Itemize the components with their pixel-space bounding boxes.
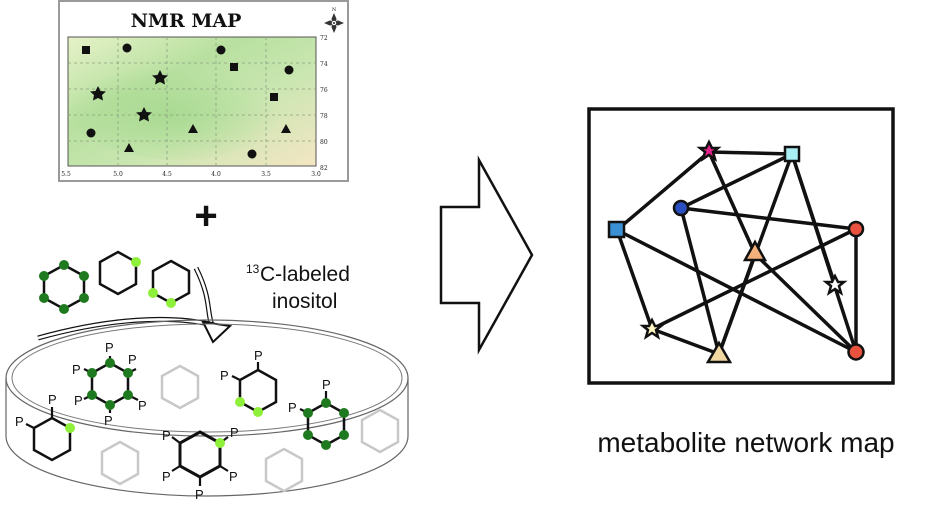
network-map-caption: metabolite network map xyxy=(597,427,894,458)
phosphate-label: P xyxy=(48,392,57,407)
label-line-1: C-labeled xyxy=(260,263,350,286)
node-yellow-star xyxy=(639,317,665,340)
hexaphosphate-labeled-inositol: P P P P P xyxy=(162,425,239,502)
peak-star-marker xyxy=(152,70,168,85)
y-tick-label: 74 xyxy=(320,61,328,68)
peak-circle-marker xyxy=(216,45,226,55)
x-tick-label: 3.5 xyxy=(261,171,271,178)
plus-sign: + xyxy=(194,194,217,238)
x-tick-label: 3.0 xyxy=(311,171,321,178)
phosphate-label: P xyxy=(230,425,239,440)
node-orange-triangle xyxy=(742,239,768,262)
peak-circle-marker xyxy=(86,128,96,138)
phosphate-label: P xyxy=(138,398,147,413)
double-labeled-hexagon xyxy=(148,259,191,308)
peak-square-marker xyxy=(82,46,90,54)
phosphate-label: P xyxy=(288,400,297,415)
phosphate-label: P xyxy=(322,377,331,392)
y-tick-label: 72 xyxy=(320,35,328,42)
process-arrow-icon xyxy=(439,155,534,355)
phosphate-label: P xyxy=(162,469,171,484)
nmr-map-border xyxy=(67,36,317,167)
peak-triangle-marker xyxy=(124,143,134,152)
peak-circle-marker xyxy=(247,149,257,159)
node-blue-square xyxy=(607,220,626,239)
phosphate-label: P xyxy=(128,352,137,367)
phosphate-label: P xyxy=(105,340,114,355)
petri-dish xyxy=(5,319,409,497)
nmr-peaks xyxy=(82,43,294,159)
nmr-map: NMR MAP N 5.5 5.0 4.5 xyxy=(58,0,349,182)
single-labeled-hexagon xyxy=(98,250,141,296)
peak-triangle-marker xyxy=(281,124,291,133)
phosphate-label: P xyxy=(104,413,113,428)
phosphate-label: P xyxy=(74,393,83,408)
peak-circle-marker xyxy=(122,43,132,53)
phosphate-label: P xyxy=(229,469,238,484)
node-tan-triangle xyxy=(705,340,733,364)
x-tick-label: 5.0 xyxy=(113,171,123,178)
phosphorylated-single-labeled-inositol: P P xyxy=(15,392,75,462)
peak-circle-marker xyxy=(284,65,294,75)
y-tick-label: 76 xyxy=(320,87,328,94)
phosphorylated-labeled-inositol: P P P P P P xyxy=(72,340,147,428)
x-tick-label: 4.5 xyxy=(162,171,172,178)
phosphate-label: P xyxy=(220,368,229,383)
node-navy-circle xyxy=(672,199,690,217)
peak-star-marker xyxy=(90,86,106,101)
peak-square-marker xyxy=(270,93,278,101)
compass-north-label: N xyxy=(332,7,337,13)
phosphorylated-double-labeled-inositol: P P xyxy=(220,348,278,417)
node-white-star xyxy=(822,273,848,296)
nmr-map-shading xyxy=(70,60,290,160)
unlabeled-inositol xyxy=(100,364,400,493)
nmr-map-grid xyxy=(68,37,316,166)
node-magenta-star xyxy=(696,139,722,162)
dish-contents: P P P P P P P P xyxy=(15,340,400,502)
x-tick-label: 4.0 xyxy=(211,171,221,178)
isotope-superscript: 13 xyxy=(246,262,260,276)
metabolite-network-map xyxy=(587,107,895,385)
labeled-inositol-label: 13 C-labeled inositol xyxy=(246,262,350,313)
x-tick-label: 5.5 xyxy=(61,171,71,178)
peak-triangle-marker xyxy=(188,124,198,133)
y-tick-label: 80 xyxy=(320,139,328,146)
phosphate-label: P xyxy=(254,348,263,363)
peak-star-marker xyxy=(136,107,152,122)
compass-icon: N xyxy=(324,7,344,33)
labeled-inositol-molecules xyxy=(39,250,191,314)
y-tick-label: 82 xyxy=(320,165,328,172)
fully-labeled-hexagon xyxy=(39,260,89,314)
network-edges xyxy=(615,150,858,356)
phosphate-label: P xyxy=(72,362,81,377)
node-red-circle xyxy=(847,220,865,238)
y-tick-label: 78 xyxy=(320,113,328,120)
peak-square-marker xyxy=(230,63,238,71)
nmr-map-title: NMR MAP xyxy=(131,10,242,32)
phosphate-label: P xyxy=(162,428,171,443)
node-cyan-square xyxy=(783,145,801,163)
network-nodes xyxy=(607,139,865,364)
label-line-2: inositol xyxy=(272,290,337,313)
node-red-circle xyxy=(847,343,865,361)
phosphate-label: P xyxy=(15,414,24,429)
phosphorylated-labeled-inositol-right: P P xyxy=(288,377,349,450)
phosphate-label: P xyxy=(195,487,204,502)
